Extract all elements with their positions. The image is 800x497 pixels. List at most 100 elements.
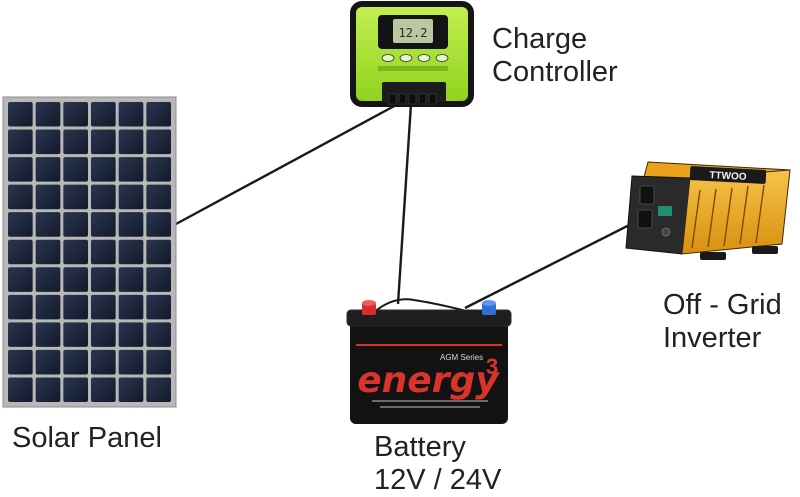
inverter-label-line-1: Off - Grid [663, 289, 782, 321]
solar-cell [146, 212, 171, 237]
controller-terminals [388, 93, 437, 105]
controller-button-1 [381, 54, 395, 62]
solar-cell [118, 294, 144, 320]
solar-cell [91, 212, 116, 237]
battery-label-line-2: 12V / 24V [374, 464, 502, 496]
wire-battery-to-inverter [464, 210, 656, 310]
controller-button-3 [417, 54, 431, 62]
solar-cell [8, 129, 33, 155]
solar-cell [35, 294, 61, 320]
battery-fine-print-1 [372, 400, 488, 402]
battery-label: Battery 12V / 24V [374, 431, 501, 497]
solar-cell [146, 349, 171, 375]
charge-controller-label: Charge Controller [492, 23, 618, 89]
solar-cell [91, 377, 116, 402]
solar-cell [91, 184, 116, 210]
inverter-foot-left [700, 252, 726, 260]
solar-cell [146, 157, 171, 182]
solar-cell [63, 239, 88, 265]
solar-cell [91, 157, 116, 182]
solar-cell [35, 239, 61, 265]
inverter-outlet-2 [637, 209, 653, 229]
charge-controller-label-line-1: Charge [492, 23, 588, 55]
solar-cell [63, 184, 88, 210]
solar-cell [63, 102, 88, 127]
solar-cell [63, 349, 88, 375]
solar-cell [8, 102, 33, 127]
solar-cell [35, 322, 61, 347]
solar-panel-cells [8, 102, 171, 402]
solar-cell [8, 294, 33, 320]
solar-cell [8, 157, 33, 182]
solar-cell [63, 294, 88, 320]
inverter: TTWOO [625, 161, 791, 260]
solar-cell [8, 239, 33, 265]
solar-cell [91, 349, 116, 375]
solar-cell [63, 157, 88, 182]
controller-terminal-4 [418, 93, 427, 105]
solar-cell [8, 377, 33, 402]
battery-terminal-positive [362, 300, 376, 315]
solar-cell [35, 157, 61, 182]
wire-controller-to-battery [396, 103, 413, 305]
solar-cell [118, 212, 144, 237]
solar-cell [35, 267, 61, 292]
controller-screen [393, 19, 433, 43]
solar-cell [91, 129, 116, 155]
solar-cell [91, 267, 116, 292]
inverter-foot-right [752, 246, 778, 254]
solar-cell [63, 129, 88, 155]
solar-cell [35, 184, 61, 210]
solar-cell [118, 322, 144, 347]
battery: AGM Series 3 energy [346, 300, 512, 424]
battery-lid [346, 309, 512, 327]
solar-cell [63, 212, 88, 237]
controller-button-2 [399, 54, 413, 62]
inverter-body [681, 169, 791, 255]
controller-buttons [381, 54, 449, 62]
inverter-label-line-2: Inverter [663, 322, 762, 354]
solar-cell [91, 294, 116, 320]
solar-cell [118, 349, 144, 375]
inverter-brand-plate [689, 166, 767, 184]
controller-button-4 [435, 54, 449, 62]
solar-cell [91, 322, 116, 347]
charge-controller: 12.2 [350, 1, 474, 107]
solar-cell [35, 212, 61, 237]
controller-terminal-2 [398, 93, 407, 105]
controller-display-value: 12.2 [399, 26, 428, 40]
solar-cell [8, 349, 33, 375]
solar-cell [35, 129, 61, 155]
wires [175, 102, 656, 315]
wire-battery-loop [371, 298, 471, 315]
solar-cell [91, 239, 116, 265]
solar-cell [35, 102, 61, 127]
solar-cell [146, 184, 171, 210]
solar-cell [118, 129, 144, 155]
battery-label-line-1: Battery [374, 431, 466, 463]
solar-panel-label-text: Solar Panel [12, 422, 162, 454]
inverter-brand: TTWOO [709, 170, 747, 183]
solar-cell [8, 212, 33, 237]
inverter-fins [691, 184, 765, 249]
solar-cell [35, 377, 61, 402]
battery-series-label: AGM Series [440, 353, 483, 362]
solar-cell [8, 267, 33, 292]
solar-cell [118, 267, 144, 292]
solar-cell [146, 322, 171, 347]
solar-cell [63, 322, 88, 347]
inverter-power-switch [661, 227, 671, 237]
battery-brand: energy [357, 360, 500, 401]
solar-cell [146, 239, 171, 265]
controller-label-strip [378, 66, 448, 71]
solar-cell [91, 102, 116, 127]
inverter-outlet-1 [639, 185, 655, 205]
solar-cell [118, 377, 144, 402]
solar-cell [63, 267, 88, 292]
solar-cell [146, 267, 171, 292]
solar-cell [146, 129, 171, 155]
solar-cell [118, 157, 144, 182]
solar-cell [118, 184, 144, 210]
